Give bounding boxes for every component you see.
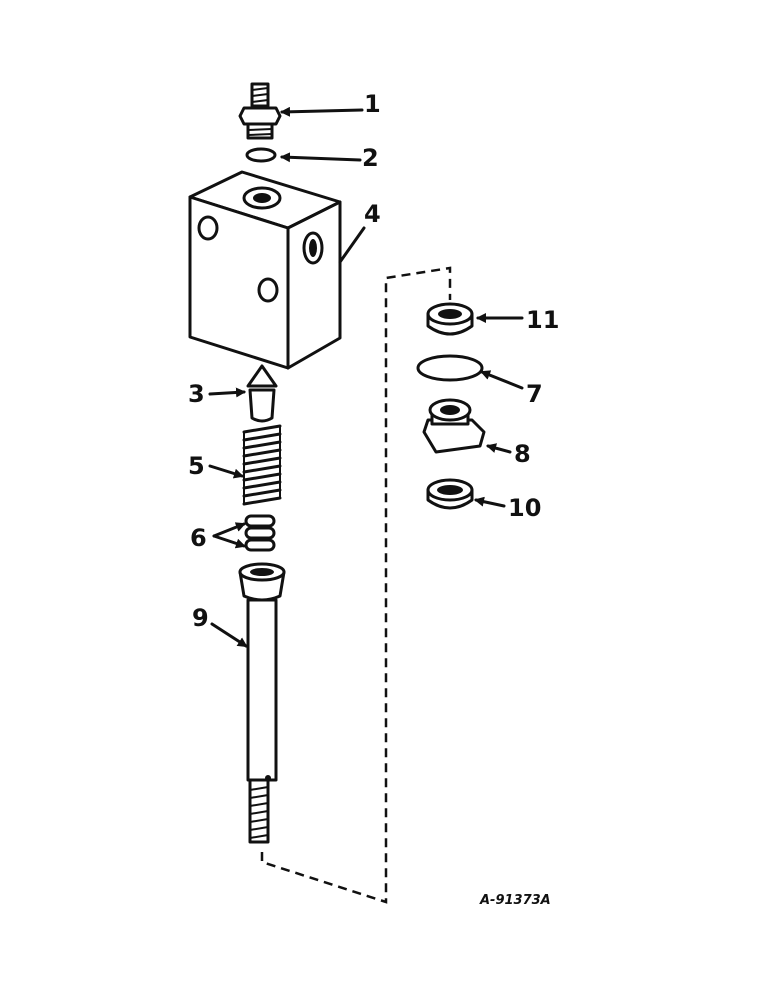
drawing-number: A-91373A [479, 893, 551, 908]
part-6-shims [244, 514, 276, 552]
part-5-spring [242, 424, 282, 506]
callout-3: 3 [188, 380, 205, 408]
part-9-guide-stem [238, 562, 286, 844]
callout-1: 1 [364, 90, 381, 118]
part-4-valve-block [188, 170, 342, 370]
callout-10: 10 [508, 494, 541, 522]
part-7-o-ring [416, 354, 484, 382]
callout-11: 11 [526, 306, 559, 334]
part-11-washer [426, 302, 474, 336]
assembly-dashed-line [260, 266, 452, 904]
callout-2: 2 [362, 144, 379, 172]
leader-lines [208, 106, 524, 648]
part-1-fitting [238, 82, 282, 140]
callout-4: 4 [364, 200, 381, 228]
callout-9: 9 [192, 604, 209, 632]
part-3-poppet [246, 364, 278, 423]
part-10-ring [426, 478, 474, 510]
part-2-o-ring [245, 147, 277, 163]
callout-7: 7 [526, 380, 543, 408]
callout-5: 5 [188, 452, 205, 480]
callout-6: 6 [190, 524, 207, 552]
callout-8: 8 [514, 440, 531, 468]
part-8-plug [422, 398, 486, 454]
